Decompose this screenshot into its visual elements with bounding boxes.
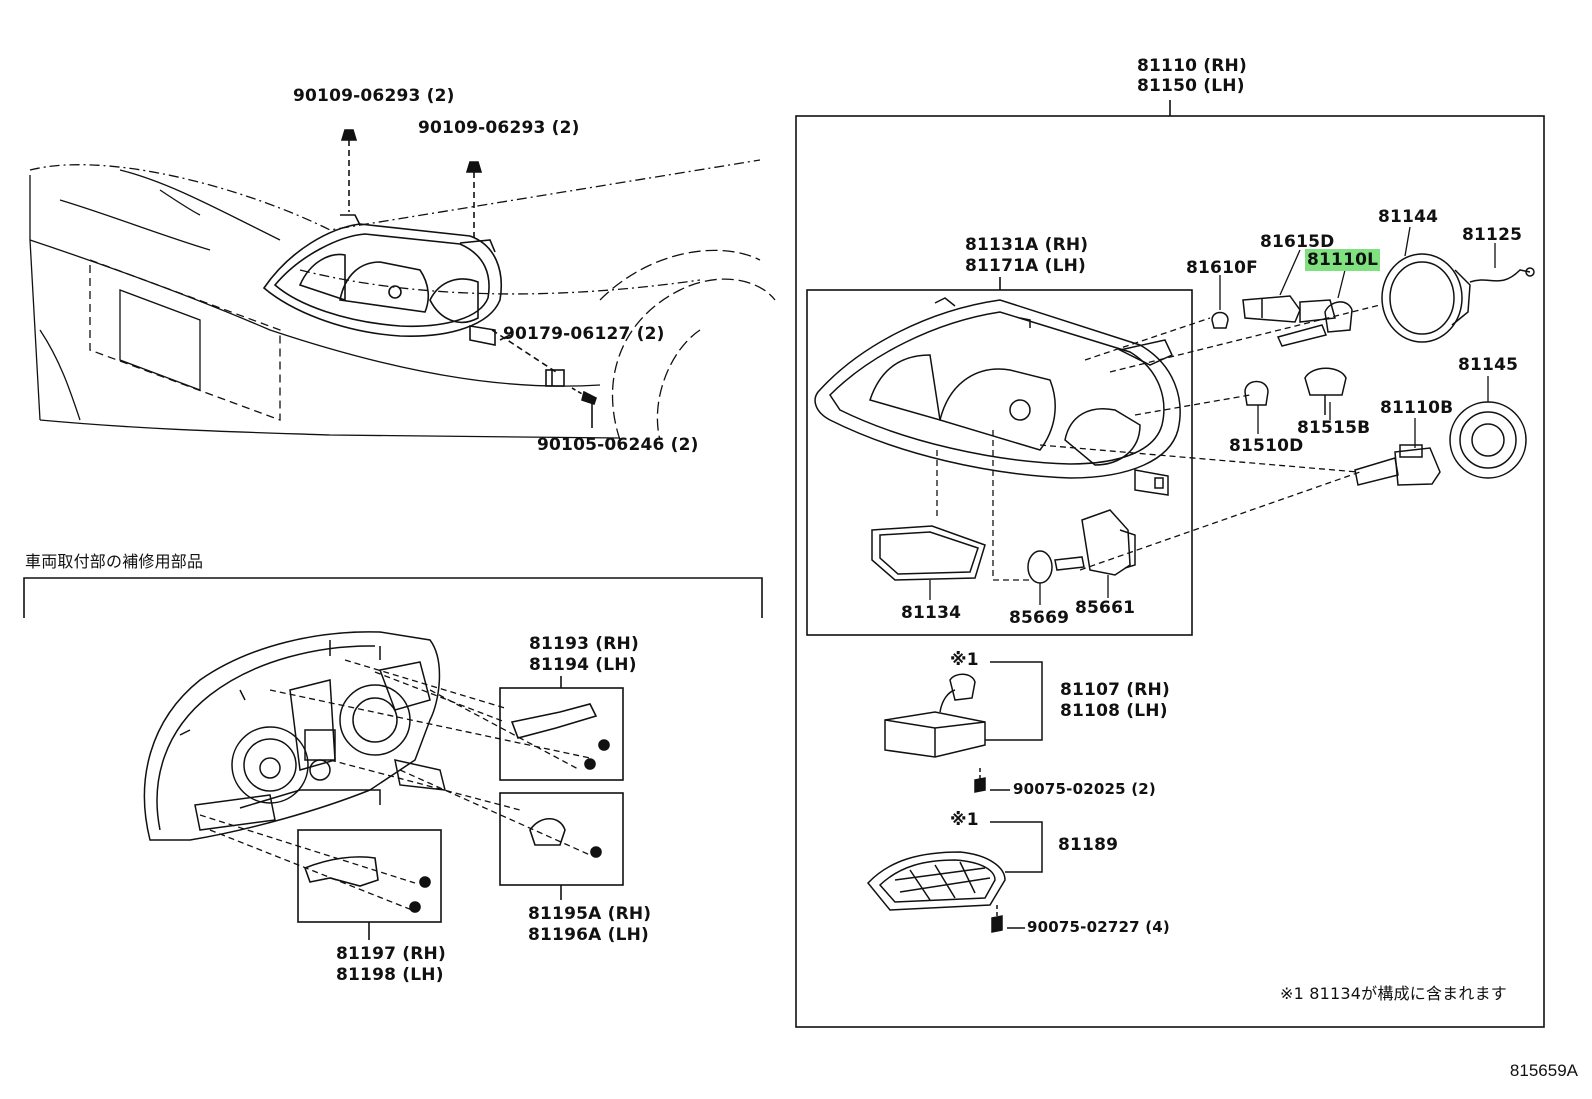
- repair-section-title: 車両取付部の補修用部品: [25, 552, 204, 571]
- assembly-header-lh: 81150 (LH): [1137, 76, 1245, 97]
- socket-label[interactable]: 85661: [1075, 598, 1136, 618]
- ring-label[interactable]: 85669: [1009, 608, 1070, 628]
- bracket-upper-label[interactable]: 81193 (RH) 81194 (LH): [529, 634, 639, 677]
- ballast-and-grille: [866, 661, 1043, 933]
- headlamp-rear-view: [143, 631, 446, 841]
- bracket-mid-label[interactable]: 81195A (RH) 81196A (LH): [528, 904, 651, 947]
- ballast-rh: 81107 (RH): [1060, 680, 1170, 700]
- repair-leader-lines: [199, 659, 591, 911]
- grille-note: ※1: [950, 810, 979, 830]
- bulb-small-label[interactable]: 81610F: [1186, 258, 1258, 278]
- ballast-note: ※1: [950, 650, 979, 670]
- bulb-h-label[interactable]: 81615D: [1260, 232, 1335, 252]
- ballast-screw-label[interactable]: 90075-02025 (2): [1013, 780, 1156, 798]
- headlamp-installed: [262, 214, 502, 346]
- bracket-upper-rh: 81193 (RH): [529, 634, 639, 654]
- assembly-header-label[interactable]: 81110 (RH) 81150 (LH): [1137, 56, 1247, 97]
- nut-label[interactable]: 90179-06127 (2): [503, 324, 665, 344]
- bracket-upper-lh: 81194 (LH): [529, 655, 637, 676]
- socket-b-label[interactable]: 81515B: [1297, 418, 1371, 438]
- assembly-header-rh: 81110 (RH): [1137, 56, 1247, 76]
- cover-label[interactable]: 81144: [1378, 207, 1439, 227]
- diagram-code: 815659A: [1509, 1061, 1578, 1080]
- housing-lh: 81171A (LH): [965, 256, 1087, 277]
- bulbs-and-covers: [871, 253, 1535, 584]
- bracket-lower-rh: 81197 (RH): [336, 944, 446, 964]
- ballast-lh: 81108 (LH): [1060, 701, 1168, 722]
- grille-screw-label[interactable]: 90075-02727 (4): [1027, 918, 1170, 936]
- bulb-b-label[interactable]: 81110B: [1380, 398, 1454, 418]
- headlamp-assembly: [814, 297, 1181, 496]
- bulb-highlighted-label[interactable]: 81110L: [1305, 249, 1381, 271]
- repair-section-bracket: [23, 577, 763, 618]
- wire-label[interactable]: 81125: [1462, 225, 1523, 245]
- assembly-leader-lines: [936, 304, 1381, 581]
- bulb-t-label[interactable]: 81510D: [1229, 436, 1304, 456]
- gasket-label[interactable]: 81134: [901, 603, 962, 623]
- assembly-frame: [795, 100, 1545, 1028]
- bracket-lower-lh: 81198 (LH): [336, 965, 444, 986]
- cover-b-label[interactable]: 81145: [1458, 355, 1519, 375]
- screw-label-a[interactable]: 90109-06293 (2): [293, 86, 455, 106]
- bracket-boxes: [297, 676, 624, 940]
- label-leaders: [929, 226, 1496, 605]
- bracket-mid-lh: 81196A (LH): [528, 925, 650, 946]
- footnote: ※1 81134が構成に含まれます: [1280, 984, 1507, 1003]
- housing-label[interactable]: 81131A (RH) 81171A (LH): [965, 235, 1088, 278]
- bracket-lower-label[interactable]: 81197 (RH) 81198 (LH): [336, 944, 446, 987]
- ballast-label[interactable]: 81107 (RH) 81108 (LH): [1060, 680, 1170, 723]
- grille-label[interactable]: 81189: [1058, 835, 1119, 855]
- highlight-marker: 81110L: [1305, 249, 1381, 271]
- housing-rh: 81131A (RH): [965, 235, 1089, 255]
- bolt-label[interactable]: 90105-06246 (2): [537, 435, 699, 455]
- screw-label-b[interactable]: 90109-06293 (2): [418, 118, 580, 138]
- car-front-illustration: [29, 159, 776, 441]
- mount-fasteners: [340, 129, 597, 428]
- bracket-mid-rh: 81195A (RH): [528, 904, 652, 924]
